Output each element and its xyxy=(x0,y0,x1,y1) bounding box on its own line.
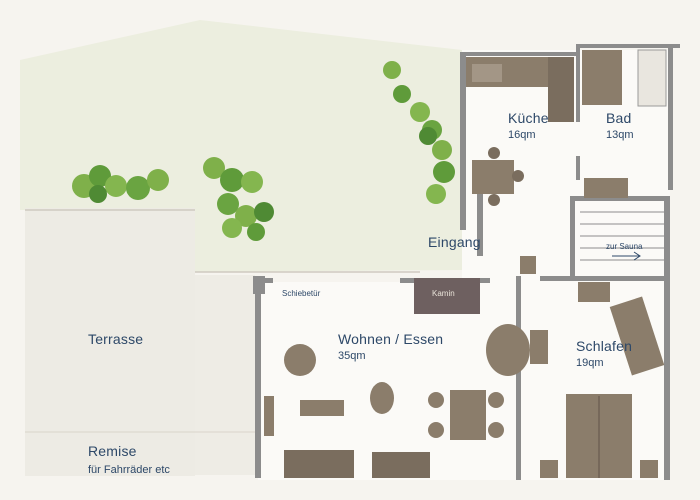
wall-partition xyxy=(516,276,521,480)
dining-chair xyxy=(488,392,504,408)
round-table xyxy=(486,324,530,376)
bad-label: Bad xyxy=(606,110,632,126)
bad-area: 13qm xyxy=(606,129,634,141)
shower xyxy=(637,49,667,107)
entrance-shelf xyxy=(578,282,610,302)
terrasse-label: Terrasse xyxy=(88,331,144,347)
bedroom-furniture xyxy=(530,296,665,478)
wall-bath-north xyxy=(578,44,680,48)
wall-kitchen-west xyxy=(460,52,466,230)
schlafen-label: Schlafen xyxy=(576,338,633,354)
sauna-label: zur Sauna xyxy=(606,242,643,251)
kitchen-chair xyxy=(488,147,500,159)
kitchen-sink xyxy=(472,64,502,82)
wohnen-label: Wohnen / Essen xyxy=(338,331,444,347)
kitchen-chair xyxy=(488,194,500,206)
remise-label: Remise xyxy=(88,443,137,459)
bedroom-chair xyxy=(530,330,548,364)
tree-hedge-right xyxy=(383,61,455,204)
wohnen-area: 35qm xyxy=(338,350,366,362)
tree-cluster-middle xyxy=(203,157,274,241)
walls xyxy=(253,44,680,480)
window-bench xyxy=(264,396,274,436)
wall-bath-south xyxy=(576,156,580,180)
tree-cluster-left xyxy=(72,165,169,203)
side-chair xyxy=(370,382,394,414)
dining-table xyxy=(450,390,486,440)
kueche-area: 16qm xyxy=(508,129,536,141)
kitchen-island xyxy=(472,160,514,194)
schlafen-area: 19qm xyxy=(576,357,604,369)
wall-kitchen-north xyxy=(460,52,580,56)
bath-furniture xyxy=(582,49,667,198)
nightstand xyxy=(640,460,658,478)
sideboard xyxy=(372,452,430,478)
living-furniture xyxy=(264,324,530,478)
stairs xyxy=(580,211,664,261)
kitchen-furniture xyxy=(466,57,574,206)
eingang-label: Eingang xyxy=(428,234,481,250)
kamin-fireplace xyxy=(414,278,480,314)
wardrobe xyxy=(609,296,665,376)
wall-stair-west xyxy=(570,196,575,276)
kitchen-tall-unit xyxy=(548,57,574,122)
trees xyxy=(72,61,455,241)
kueche-label: Küche xyxy=(508,110,549,126)
coffee-table xyxy=(300,400,344,416)
wall-stair-top xyxy=(570,196,668,201)
wall-sliding-door-left xyxy=(253,276,265,294)
wall-entrance-north xyxy=(477,190,483,256)
kamin-label: Kamin xyxy=(432,289,455,298)
dining-chair xyxy=(428,392,444,408)
wall-east-lower xyxy=(664,196,670,480)
dining-chair xyxy=(488,422,504,438)
remise-note: für Fahrräder etc xyxy=(88,464,170,476)
schiebetuer-label: Schiebetür xyxy=(282,289,321,298)
terrace-area xyxy=(25,208,195,476)
entrance-bench xyxy=(520,256,536,274)
bath-fixtures xyxy=(582,50,622,105)
bath-cabinet xyxy=(584,178,628,198)
terrace-extension xyxy=(195,275,255,475)
armchair xyxy=(284,344,316,376)
dining-chair xyxy=(428,422,444,438)
wall-bath-west xyxy=(576,44,580,122)
wall-bedroom-north xyxy=(540,276,668,281)
wall-east xyxy=(668,44,673,190)
wall-living-west xyxy=(255,278,261,478)
sauna-arrow-head xyxy=(633,251,641,261)
kitchen-chair xyxy=(512,170,524,182)
sofa xyxy=(284,450,354,478)
nightstand xyxy=(540,460,558,478)
